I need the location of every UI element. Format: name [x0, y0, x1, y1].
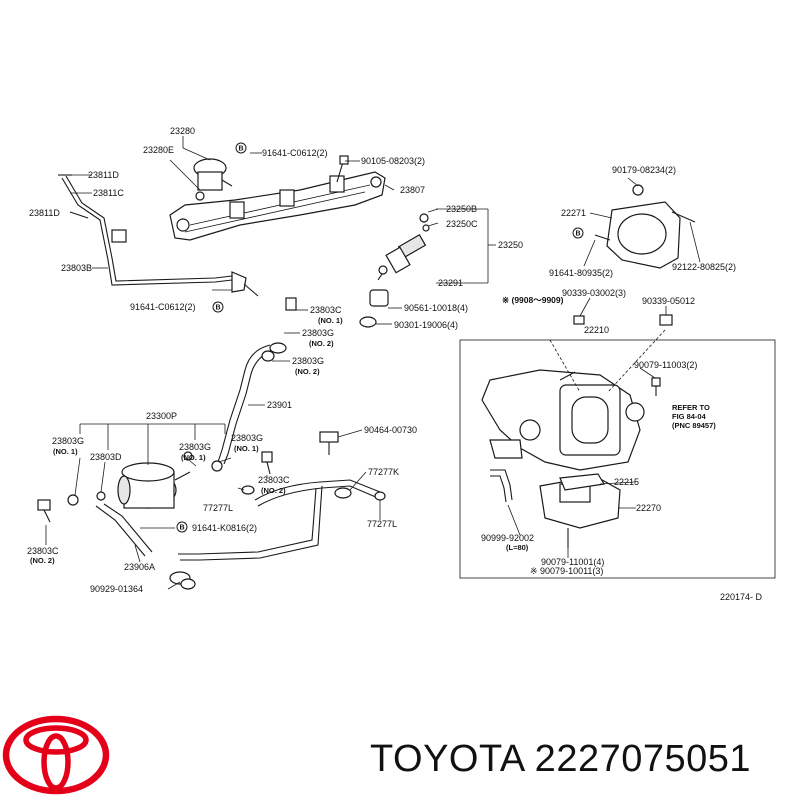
screw-90079 [651, 377, 661, 396]
fuel-hose-23901 [211, 297, 297, 472]
label-23250b: 23250B [446, 204, 477, 214]
label-77277l-1: 77277L [203, 503, 233, 513]
label-91641-80935: 91641-80935(2) [549, 268, 613, 278]
label-90079-10011: ※ 90079-10011(3) [530, 566, 603, 576]
throttle-body-22210 [481, 329, 666, 471]
label-23803g-4: 23803G [179, 442, 211, 452]
label-23250c: 23250C [446, 219, 478, 229]
label-90301: 90301-19006(4) [394, 320, 458, 330]
throttle-sensor-22270 [539, 473, 621, 548]
label-no1-c: (NO. 1) [181, 453, 206, 462]
label-23803b: 23803B [61, 263, 92, 273]
toyota-logo-icon [2, 715, 110, 795]
label-90999: 90999-92002 [481, 533, 534, 543]
label-91641-c0612-top: 91641-C0612(2) [262, 148, 328, 158]
label-no1-a: (NO. 1) [318, 316, 343, 325]
label-77277l-2: 77277L [367, 519, 397, 529]
label-23901: 23901 [267, 400, 292, 410]
label-92122: 92122-80825(2) [672, 262, 736, 272]
label-90339-03002: 90339-03002(3) [562, 288, 626, 298]
label-90079-11003: 90079-11003(2) [634, 360, 697, 370]
label-no2-b: (NO. 2) [295, 367, 320, 376]
part-labels: 23280 23280E 91641-C0612(2) 90105-08203(… [27, 126, 763, 602]
label-90929: 90929-01364 [90, 584, 143, 594]
label-23803c-3: 23803C [27, 546, 59, 556]
label-22271: 22271 [561, 208, 586, 218]
label-range: ※ (9908～9909) [502, 295, 564, 305]
label-23803g-2: 23803G [292, 356, 324, 366]
injector-23250 [377, 213, 430, 281]
label-refer-1: REFER TO [672, 403, 710, 412]
b-mark-4: B [572, 227, 584, 239]
label-23811d-top: 23811D [88, 170, 119, 180]
label-refer-2: FIG 84-04 [672, 412, 707, 421]
label-23803g-1: 23803G [302, 328, 334, 338]
gasket-22271 [594, 184, 696, 269]
label-23906a: 23906A [124, 562, 155, 572]
label-90079-11001: 90079-11001(4) [541, 557, 604, 567]
label-23280e: 23280E [143, 145, 174, 155]
label-no2-d: (NO. 2) [30, 556, 55, 565]
label-22215: 22215 [614, 477, 639, 487]
svg-text:B: B [575, 231, 580, 238]
label-91641-c0612-bottom: 91641-C0612(2) [130, 302, 196, 312]
fuel-hose-23906a [95, 503, 196, 590]
diagram-code: 220174- D [720, 592, 763, 602]
label-23280: 23280 [170, 126, 195, 136]
label-no1-d: (NO. 1) [234, 444, 259, 453]
label-90179: 90179-08234(2) [612, 165, 676, 175]
injector-insulators [359, 289, 389, 328]
label-23811d-left: 23811D [29, 208, 60, 218]
label-23803c-1: 23803C [310, 305, 342, 315]
label-90464: 90464-00730 [364, 425, 417, 435]
label-no2-a: (NO. 2) [309, 339, 334, 348]
label-22210: 22210 [584, 325, 609, 335]
label-23803g-3: 23803G [52, 436, 84, 446]
label-22270: 22270 [636, 503, 661, 513]
b-mark-2: B [212, 301, 224, 313]
b-mark-3: B [176, 521, 188, 533]
label-no1-b: (NO. 1) [53, 447, 78, 456]
label-90105: 90105-08203(2) [361, 156, 425, 166]
leader-lines [45, 136, 701, 590]
svg-text:B: B [215, 305, 220, 312]
label-23807: 23807 [400, 185, 425, 195]
brand-part-number: TOYOTA 2227075051 [370, 738, 752, 780]
label-91641-k0816: 91641-K0816(2) [192, 523, 257, 533]
label-90561: 90561-10018(4) [404, 303, 468, 313]
b-mark-1: B [235, 142, 247, 154]
fuel-filter-23300p [37, 451, 273, 523]
label-l80: (L=80) [506, 543, 529, 552]
hose-90999 [490, 469, 513, 503]
pressure-regulator [193, 158, 233, 201]
label-77277k: 77277K [368, 467, 399, 477]
throttle-body-box [459, 339, 776, 579]
label-23250: 23250 [498, 240, 523, 250]
label-23803d: 23803D [90, 452, 122, 462]
label-90339-05012: 90339-05012 [642, 296, 695, 306]
bolt-90105 [336, 155, 349, 183]
fuel-delivery-pipe [169, 171, 386, 241]
svg-text:B: B [179, 525, 184, 532]
label-23811c: 23811C [93, 188, 124, 198]
label-23300p: 23300P [146, 411, 177, 421]
vacuum-hose-77277k [178, 431, 386, 561]
screws-90339 [573, 314, 673, 326]
label-no2-c: (NO. 2) [261, 486, 286, 495]
svg-text:B: B [238, 146, 243, 153]
label-refer-3: (PNC 89457) [672, 421, 716, 430]
label-23291: 23291 [438, 278, 463, 288]
label-23803g-5: 23803G [231, 433, 263, 443]
label-23803c-2: 23803C [258, 475, 290, 485]
fuel-pipe-23803b [58, 174, 259, 297]
